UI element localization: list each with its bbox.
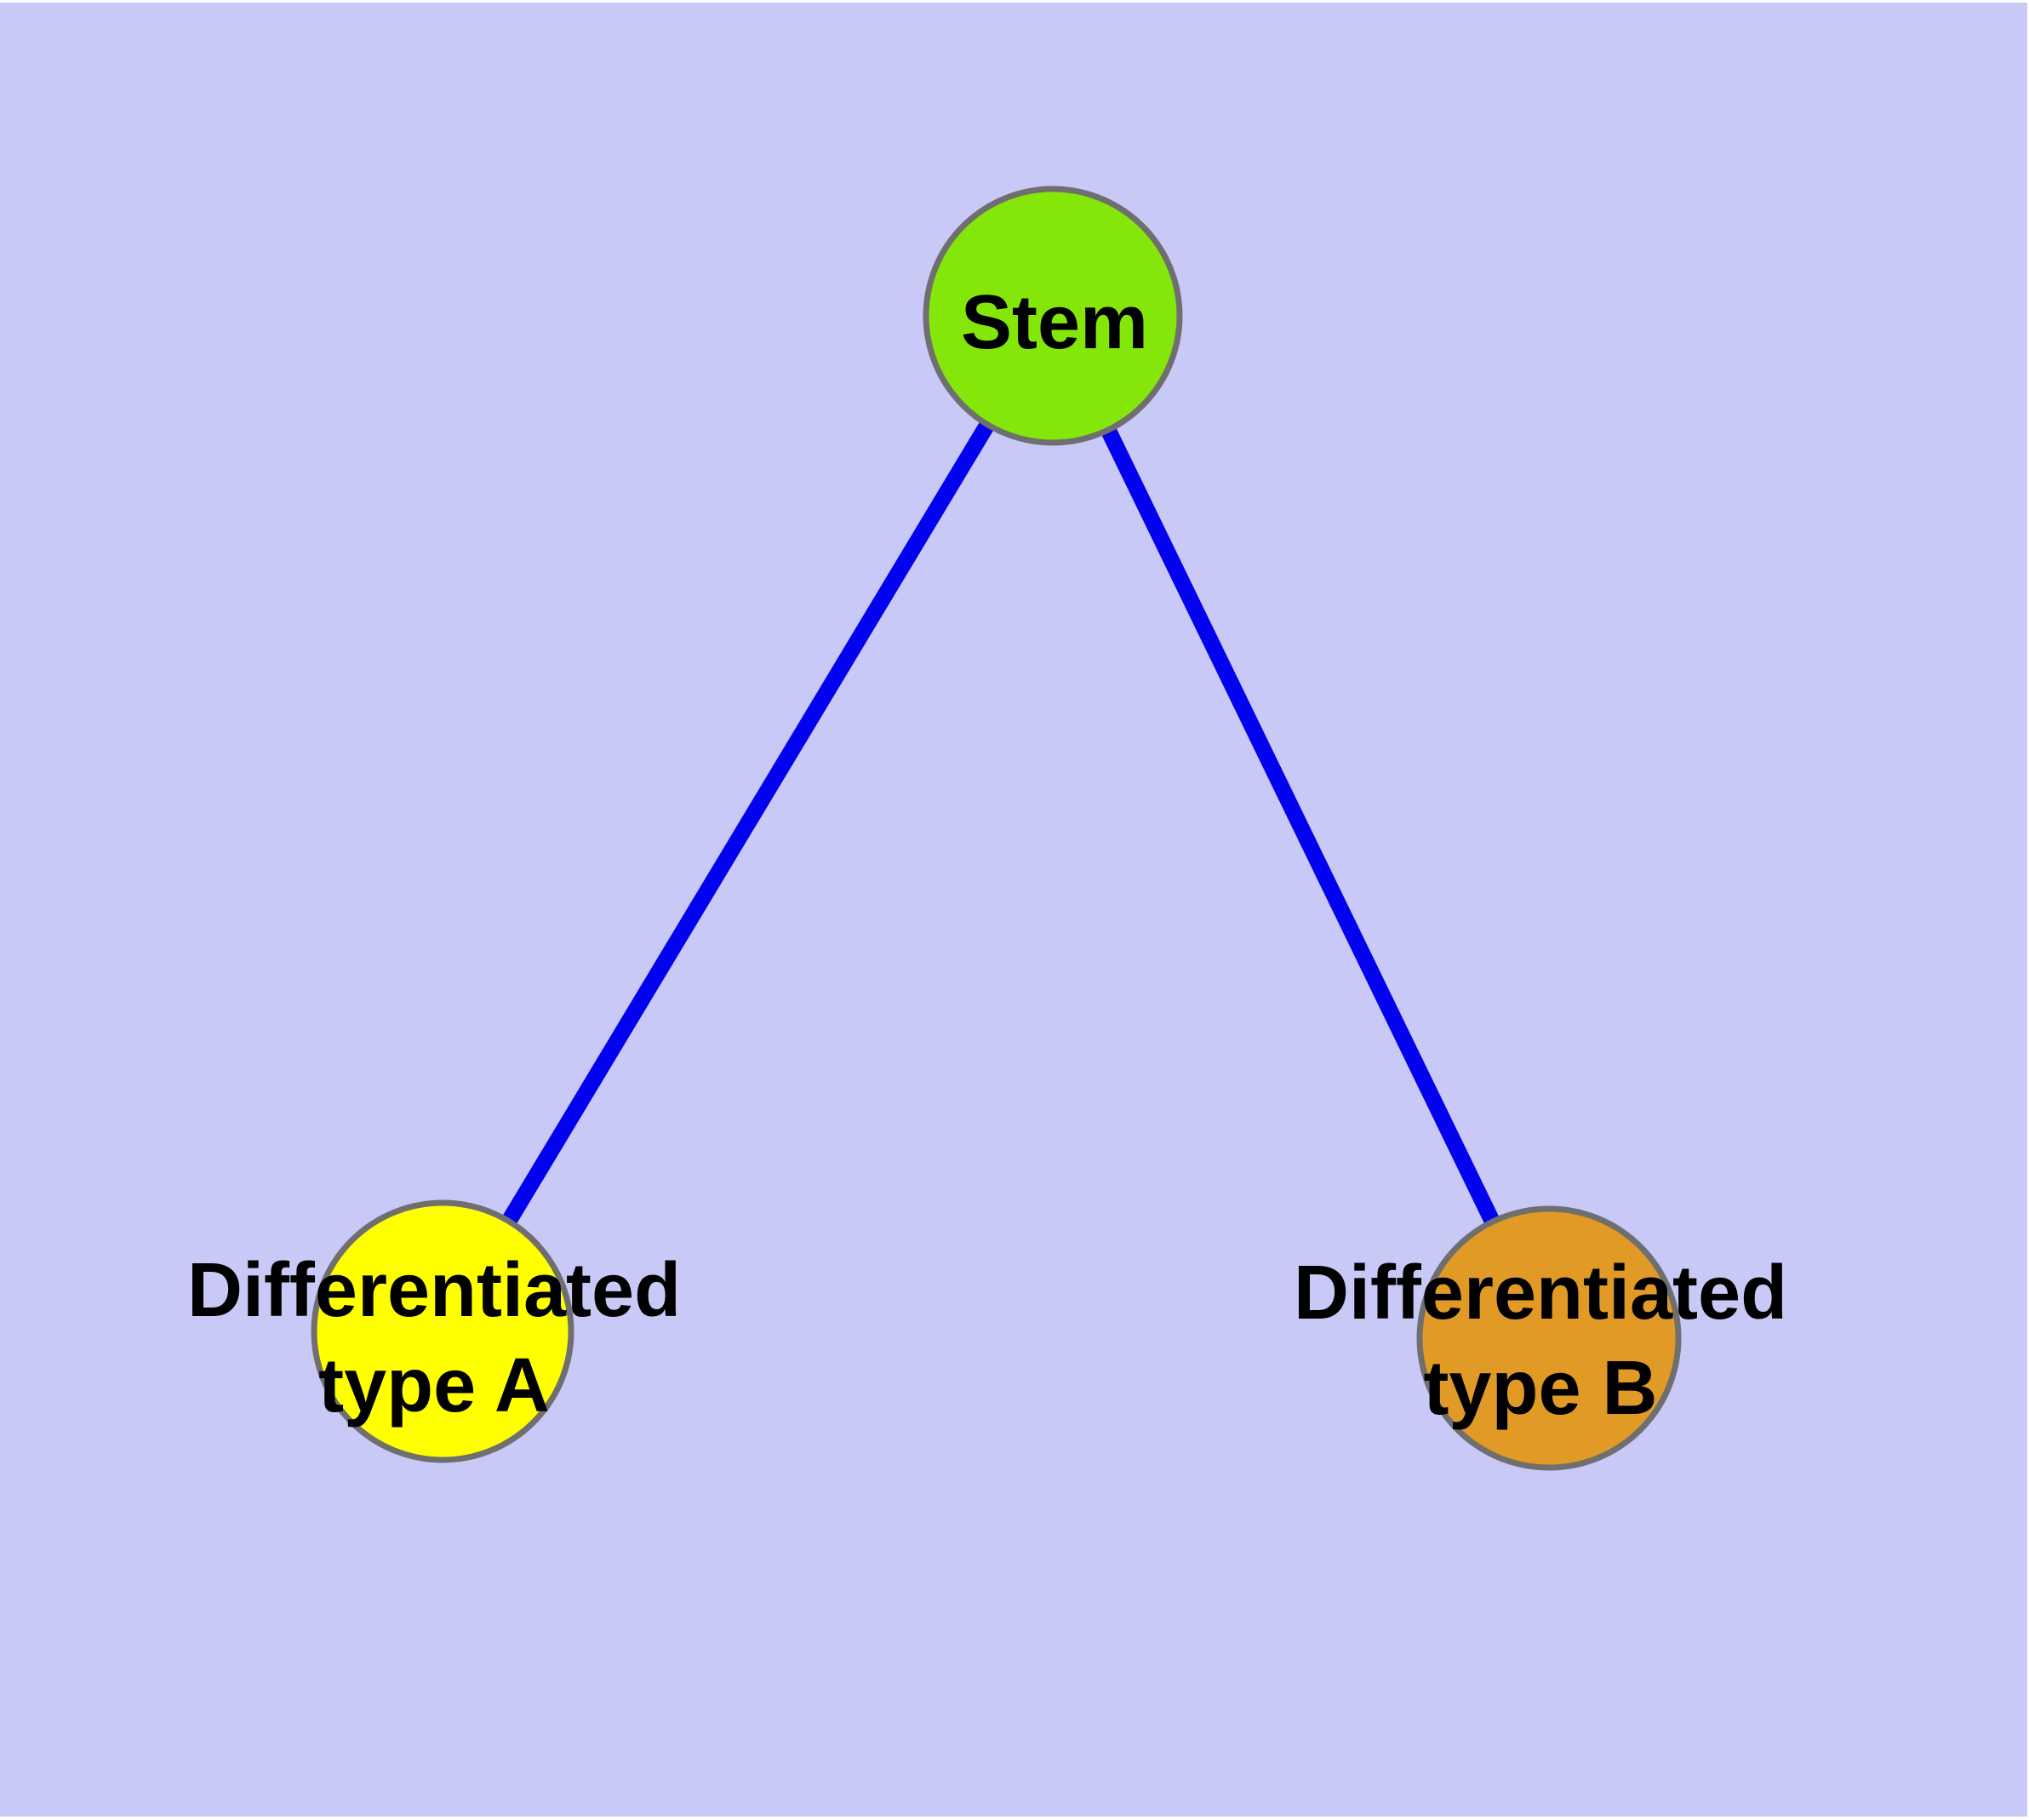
node-type-a-circle	[311, 1199, 574, 1463]
edge-stem-to-type-a	[435, 312, 1060, 1336]
node-type-b-circle	[1416, 1205, 1682, 1471]
node-stem-circle	[923, 186, 1183, 446]
edge-stem-to-type-b	[1045, 312, 1557, 1342]
